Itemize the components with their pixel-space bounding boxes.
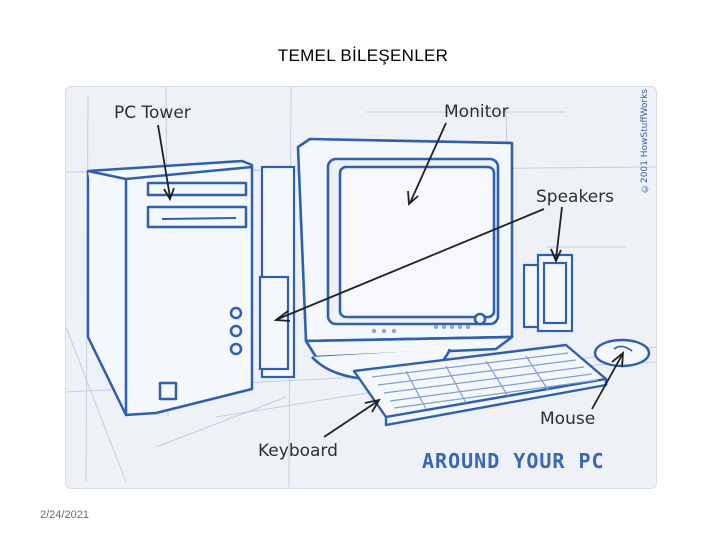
- pointer-arrows: [157, 122, 625, 438]
- keyboard-drawing: [352, 343, 608, 427]
- right-speaker-drawing: [522, 253, 574, 333]
- slide-title: TEMEL BİLEŞENLER: [277, 46, 449, 65]
- label-pc-tower: PC Tower: [114, 103, 191, 123]
- label-monitor: Monitor: [444, 102, 509, 122]
- diagram-drawing: [66, 87, 656, 488]
- pc-tower-drawing: [86, 159, 254, 417]
- label-keyboard: Keyboard: [258, 441, 338, 461]
- monitor-drawing: [296, 137, 514, 381]
- slide-date: 2/24/2021: [40, 509, 89, 521]
- copyright-note: ©2001 HowStuffWorks: [640, 89, 650, 194]
- arrow-pc-tower: [157, 124, 171, 198]
- label-mouse: Mouse: [540, 409, 596, 429]
- arrow-keyboard: [323, 400, 379, 438]
- arrow-speaker-right: [555, 206, 563, 260]
- arrow-mouse: [591, 354, 623, 410]
- pc-components-diagram: PC Tower Monitor Speakers Mouse Keyboard…: [65, 86, 657, 489]
- diagram-banner: AROUND YOUR PC: [422, 449, 605, 473]
- arrow-monitor: [409, 122, 447, 204]
- arrow-speaker-left: [277, 208, 545, 320]
- label-speakers: Speakers: [536, 187, 615, 207]
- left-speaker-drawing: [258, 165, 296, 379]
